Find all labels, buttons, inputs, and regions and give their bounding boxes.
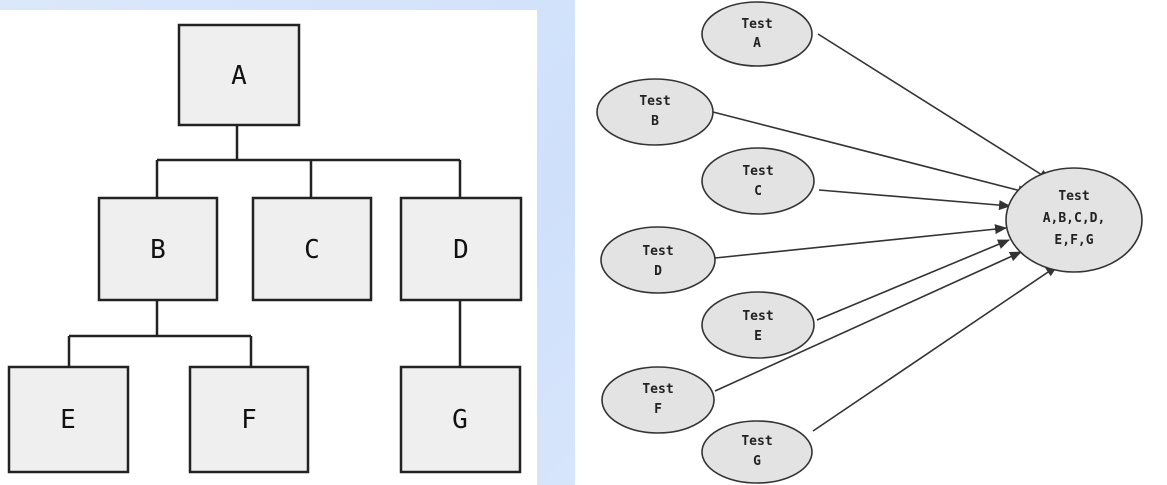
module-label-e: E — [60, 405, 76, 435]
test-node-d: Test D — [600, 226, 716, 294]
edge-b-to-target — [712, 111, 1030, 196]
module-label-d: D — [453, 235, 469, 265]
edge-d-to-target — [714, 224, 1007, 259]
test-edges — [712, 33, 1058, 432]
test-node-e: Test E — [701, 291, 815, 359]
module-label-g: G — [452, 405, 468, 435]
module-box-a: A — [177, 23, 301, 127]
module-hierarchy-diagram: A B C D E F G — [7, 23, 523, 474]
module-hierarchy-panel: A B C D E F G — [0, 10, 537, 485]
test-node-a: Test A — [701, 1, 813, 67]
module-label-c: C — [304, 235, 320, 265]
test-node-g-line2: G — [753, 454, 761, 469]
module-label-f: F — [241, 405, 257, 435]
module-label-a: A — [231, 61, 247, 91]
test-node-c-line1: Test — [742, 164, 773, 179]
test-node-d-line1: Test — [642, 244, 673, 259]
big-bang-test-diagram: Test A Test B Test C Test D Test E Test … — [596, 1, 1143, 484]
test-node-g: Test G — [701, 420, 813, 484]
edge-a-to-target — [817, 33, 1051, 181]
test-node-f: Test F — [601, 366, 715, 434]
test-node-c-line2: C — [754, 184, 762, 199]
module-box-e: E — [7, 365, 130, 474]
edge-c-to-target — [818, 189, 1011, 211]
edge-e-to-target — [816, 239, 1010, 321]
test-node-b-line1: Test — [639, 94, 670, 109]
edge-g-to-target — [812, 265, 1058, 432]
test-node-b-line2: B — [651, 114, 659, 129]
module-box-c: C — [251, 196, 373, 302]
test-node-integrated-line1: Test — [1058, 189, 1089, 204]
module-label-b: B — [150, 235, 166, 265]
test-node-integrated: Test A,B,C,D, E,F,G — [1005, 167, 1143, 273]
module-box-g: G — [399, 365, 522, 474]
test-node-e-line1: Test — [742, 309, 773, 324]
module-box-d: D — [399, 196, 523, 302]
test-node-a-line1: Test — [741, 17, 772, 32]
tree-connectors — [67, 125, 462, 367]
edge-f-to-target — [714, 251, 1022, 392]
test-node-g-line1: Test — [741, 434, 772, 449]
big-bang-test-panel: Test A Test B Test C Test D Test E Test … — [575, 0, 1167, 485]
module-box-f: F — [188, 365, 310, 474]
test-node-integrated-line2: A,B,C,D, — [1043, 211, 1106, 226]
test-node-f-line1: Test — [642, 382, 673, 397]
test-node-b: Test B — [596, 78, 714, 146]
test-node-a-line2: A — [753, 36, 761, 51]
test-node-f-line2: F — [654, 402, 662, 417]
test-node-integrated-line3: E,F,G — [1054, 233, 1093, 248]
test-node-e-line2: E — [754, 329, 762, 344]
test-node-d-line2: D — [654, 264, 662, 279]
module-box-b: B — [97, 196, 219, 302]
test-node-c: Test C — [701, 147, 815, 215]
